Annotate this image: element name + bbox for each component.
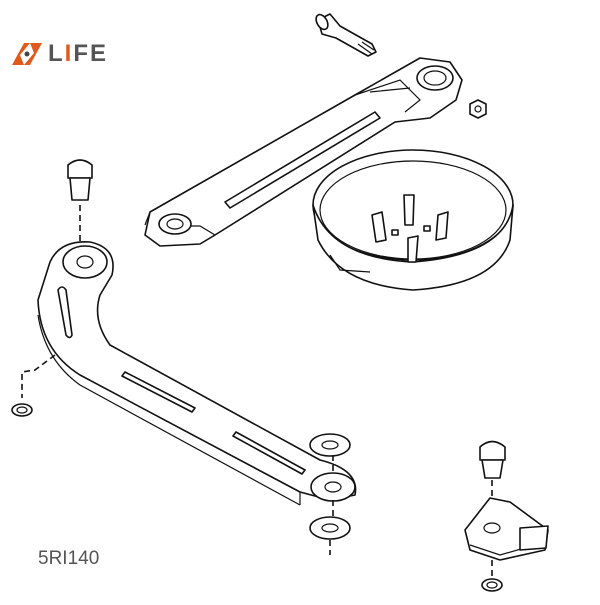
logo-text-i: I — [64, 40, 74, 67]
washer-upper — [309, 433, 351, 457]
part-code-label: 5RI140 — [38, 548, 100, 569]
brand-logo: LIFE — [10, 40, 108, 68]
circlip-left — [11, 354, 56, 417]
cover-cup — [312, 149, 514, 291]
logo-mark-icon — [12, 43, 42, 65]
lower-left-pin — [67, 159, 93, 245]
logo-text: LIFE — [48, 40, 108, 68]
logo-text-l: L — [48, 40, 65, 67]
mounting-bracket — [464, 497, 549, 578]
circlip-right — [481, 578, 503, 592]
curved-arm — [37, 241, 357, 520]
logo-text-fe: FE — [73, 40, 109, 67]
bracket-pin — [479, 440, 506, 505]
nut — [469, 99, 487, 119]
upper-pin — [315, 13, 377, 57]
washer-lower — [309, 516, 351, 555]
upper-arm — [144, 57, 463, 247]
